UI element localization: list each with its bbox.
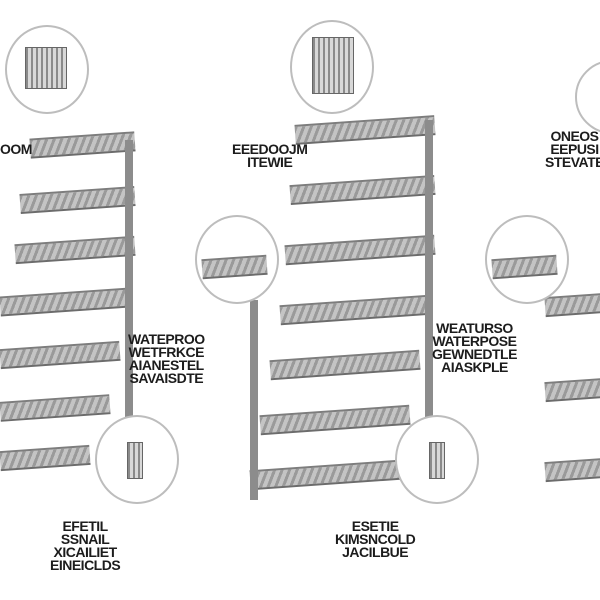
detail-circle [95,415,179,504]
label-line: EINEICLDS [50,557,121,573]
label-line: KIMSNCOLD [335,531,416,547]
label-line: JACILBUE [342,544,409,560]
shelf-tier [249,459,401,491]
label-line: ITEWIE [247,154,293,170]
detail-circle [290,20,374,114]
label-mid-left: WATEPROO WETFRKCE AIANESTEL SAVAISDTE [128,331,205,386]
shelf-leg [250,300,258,500]
label-line: WEATURSO [436,320,513,336]
shelf-tier [544,457,600,483]
shelf-tier [544,377,600,403]
label-line: SSNAIL [60,531,110,547]
label-line: ESETIE [351,518,399,534]
label-line: EEEDOOJM [232,141,308,157]
label-bottom-left: EFETIL SSNAIL XICAILIET EINEICLDS [50,518,121,573]
label-line: GEWNEDTLE [432,346,517,362]
shelf-tier [0,444,91,472]
label-top-left: OOM [0,141,32,157]
detail-circle [485,215,569,304]
label-line: XICAILIET [53,544,118,560]
label-bottom-center: ESETIE KIMSNCOLD JACILBUE [335,518,416,560]
shelf-tier [0,287,131,317]
shelf-tier [19,186,136,214]
label-line: WETFRKCE [128,344,205,360]
detail-circle [395,415,479,504]
label-line: ONEOS [550,128,599,144]
shelf-tier [269,349,421,381]
label-line: EEPUSI [550,141,599,157]
label-line: AIANESTEL [128,357,204,373]
label-line: WATEPROO [128,331,205,347]
detail-circle [5,25,89,114]
label-line: OOM [0,141,32,157]
shelf-tier [294,115,436,145]
shelf-leg [125,140,133,470]
label-line: AIASKPLE [441,359,508,375]
label-mid-right: WEATURSO WATERPOSE GEWNEDTLE AIASKPLE [432,320,517,375]
shelf-leg [425,120,433,470]
label-line: STEVATE [545,154,600,170]
detail-circle [195,215,279,304]
shelf-tier [544,292,600,318]
detail-circle [575,60,600,134]
label-line: SAVAISDTE [129,370,204,386]
shelf-tier [259,404,411,436]
label-line: EFETIL [62,518,108,534]
shelf-tier [284,234,436,266]
shelf-tier [29,131,136,159]
shelf-tier [0,340,121,370]
label-top-center: EEEDOOJM ITEWIE [232,141,308,170]
shelf-tier [289,174,436,206]
shelf-tier [14,235,136,265]
label-top-right: ONEOS EEPUSI STEVATE [545,128,600,170]
shelf-tier [279,294,431,326]
label-line: WATERPOSE [432,333,517,349]
shelf-tier [0,394,111,422]
